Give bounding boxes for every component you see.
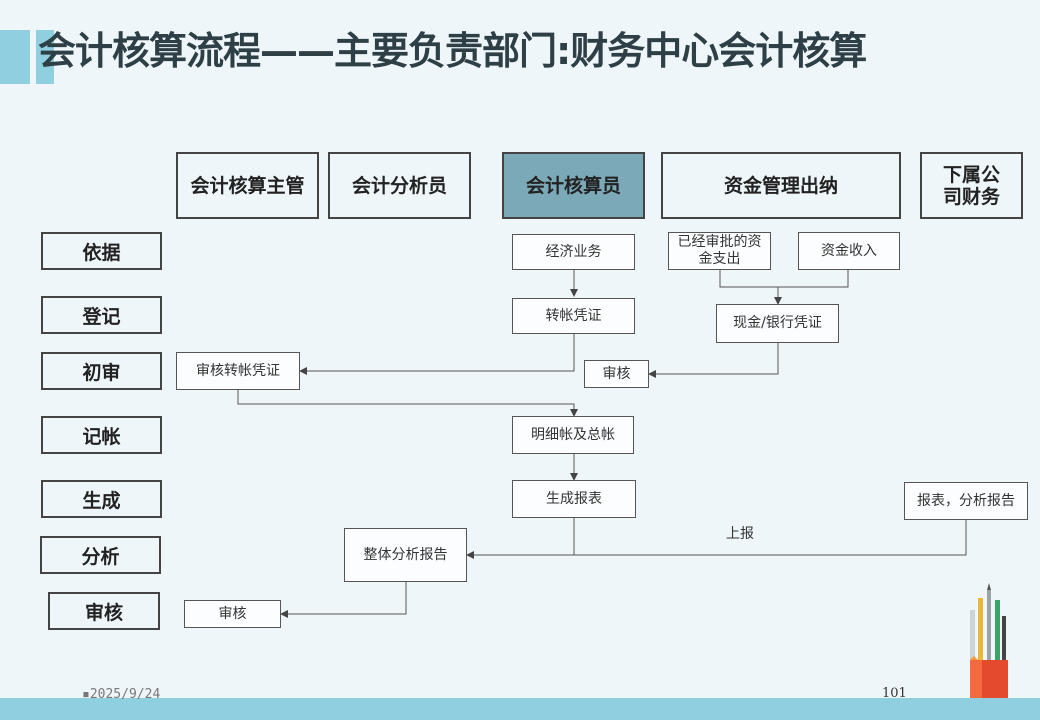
row-label-basis: 依据 (41, 232, 162, 270)
footer-date-text: 2025/9/24 (89, 687, 161, 702)
title-accent-bar (0, 30, 30, 84)
node-transfer-voucher: 转帐凭证 (512, 298, 635, 334)
row-label-generate: 生成 (41, 480, 162, 518)
row-label-initial-review: 初审 (41, 352, 162, 390)
node-review-cashier: 审核 (584, 360, 649, 388)
node-overall-analysis: 整体分析报告 (344, 528, 467, 582)
page-number: 101 (882, 686, 907, 701)
column-header-accountant: 会计核算员 (502, 152, 645, 219)
row-label-analysis: 分析 (40, 536, 161, 574)
column-header-accounting-supervisor: 会计核算主管 (176, 152, 319, 219)
column-header-accounting-analyst: 会计分析员 (328, 152, 471, 219)
row-label-bookkeeping: 记帐 (41, 416, 162, 454)
page-title: 会计核算流程——主要负责部门:财务中心会计核算 (38, 29, 867, 73)
node-fund-income: 资金收入 (798, 232, 900, 270)
node-ledger: 明细帐及总帐 (512, 416, 634, 454)
row-label-register: 登记 (41, 296, 162, 334)
column-header-cashier: 资金管理出纳 (661, 152, 901, 219)
edge-label-report-up: 上报 (726, 526, 754, 542)
node-generate-report: 生成报表 (512, 480, 636, 518)
row-label-audit: 审核 (48, 592, 160, 630)
node-cash-bank-voucher: 现金/银行凭证 (716, 304, 839, 343)
node-economic-business: 经济业务 (512, 234, 635, 270)
node-approved-expense: 已经审批的资金支出 (668, 232, 771, 270)
title-accent-bar-2 (36, 30, 54, 84)
footer-bar (0, 698, 1040, 720)
node-review-transfer-voucher: 审核转帐凭证 (176, 352, 300, 390)
footer-date: ▪2025/9/24 (82, 687, 161, 702)
column-header-subsidiary-finance: 下属公司财务 (920, 152, 1023, 219)
node-subsidiary-report: 报表，分析报告 (904, 482, 1028, 520)
node-final-review: 审核 (184, 600, 281, 628)
